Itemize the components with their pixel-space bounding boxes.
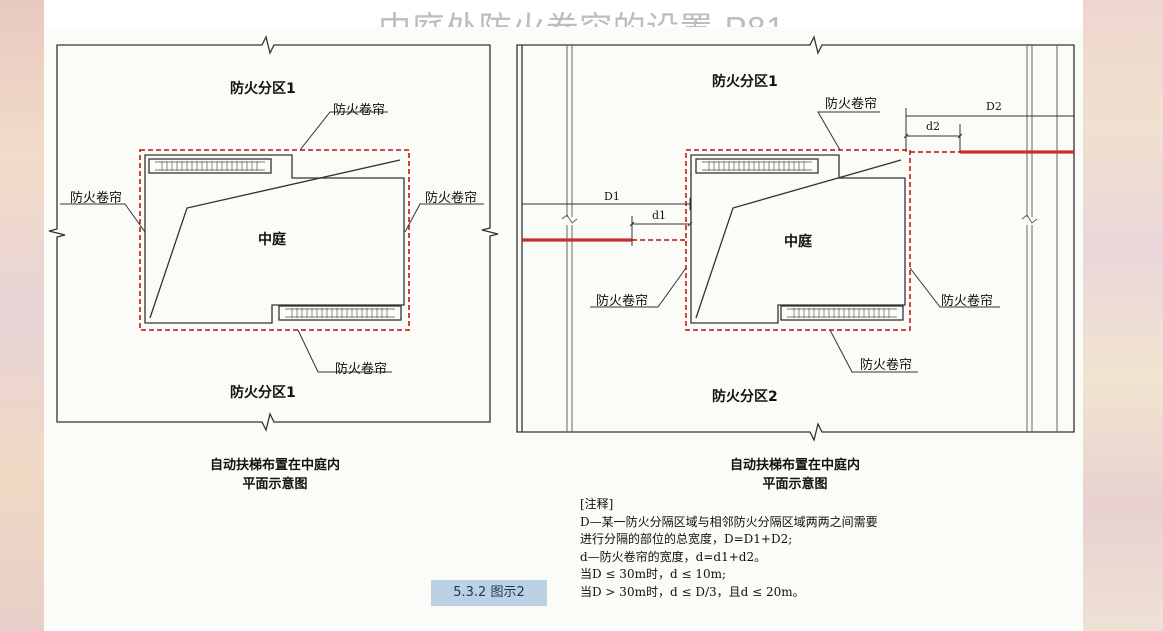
right-zone-top-label: 防火分区1	[712, 74, 778, 90]
right-column-lines	[561, 45, 1058, 432]
left-escalator-bottom	[278, 305, 402, 321]
left-curtain-right-label: 防火卷帘	[425, 191, 478, 206]
background-right-strip	[1083, 0, 1163, 631]
right-caption: 自动扶梯布置在中庭内 平面示意图	[690, 456, 900, 494]
notes-block: [注释] D—某一防火分隔区域与相邻防火分隔区域两两之间需要 进行分隔的部位的总…	[580, 496, 878, 601]
dim-d1-label: d1	[652, 209, 667, 222]
dim-D2-label: D2	[986, 100, 1002, 113]
dim-D1-label: D1	[604, 190, 620, 203]
right-curtain-top-label: 防火卷帘	[825, 97, 878, 112]
left-fire-curtain-outline	[139, 149, 410, 331]
left-caption: 自动扶梯布置在中庭内 平面示意图	[170, 456, 380, 494]
left-outer-boundary	[48, 35, 499, 432]
right-atrium-diagonal	[695, 159, 902, 319]
right-caption-line2: 平面示意图	[762, 477, 828, 492]
dimension-lines	[521, 108, 1075, 246]
right-curtain-bottom-label: 防火卷帘	[860, 358, 913, 373]
notes-line-1: D—某一防火分隔区域与相邻防火分隔区域两两之间需要	[580, 514, 878, 529]
notes-line-3: d—防火卷帘的宽度，d=d1+d2。	[580, 549, 767, 564]
left-curtain-left-label: 防火卷帘	[70, 191, 123, 206]
notes-heading: [注释]	[580, 497, 614, 511]
right-escalator-steps	[708, 161, 890, 318]
right-zone-bottom-label: 防火分区2	[712, 389, 778, 405]
right-outer-frame	[516, 35, 1075, 442]
left-zone-top-label: 防火分区1	[230, 81, 296, 97]
left-escalator-steps	[161, 161, 388, 318]
left-curtain-bottom-label: 防火卷帘	[335, 362, 388, 377]
notes-line-4: 当D ≤ 30m时，d ≤ 10m;	[580, 567, 727, 581]
right-curtain-right-label: 防火卷帘	[941, 294, 994, 309]
left-atrium-diagonal	[149, 159, 401, 319]
dim-d2-label: d2	[926, 120, 941, 133]
background-left-strip	[0, 0, 44, 631]
right-atrium-outline	[690, 154, 906, 324]
left-caption-line1: 自动扶梯布置在中庭内	[209, 458, 340, 473]
right-atrium-label: 中庭	[784, 234, 812, 250]
right-caption-line1: 自动扶梯布置在中庭内	[729, 458, 860, 473]
left-curtain-top-label: 防火卷帘	[333, 103, 386, 118]
right-escalator-bottom	[780, 305, 904, 321]
right-fire-curtain-outline	[685, 149, 911, 331]
right-curtain-left-label: 防火卷帘	[596, 294, 649, 309]
notes-line-2: 进行分隔的部位的总宽度，D=D1+D2;	[580, 532, 793, 546]
left-escalator-top	[148, 158, 272, 174]
right-escalator-top	[695, 158, 819, 174]
left-atrium-label: 中庭	[258, 232, 286, 248]
notes-line-5: 当D > 30m时，d ≤ D/3，且d ≤ 20m。	[580, 584, 805, 599]
left-atrium-outline	[144, 154, 405, 324]
figure-number-badge: 5.3.2 图示2	[431, 580, 547, 606]
left-zone-bottom-label: 防火分区1	[230, 385, 296, 401]
left-caption-line2: 平面示意图	[242, 477, 308, 492]
